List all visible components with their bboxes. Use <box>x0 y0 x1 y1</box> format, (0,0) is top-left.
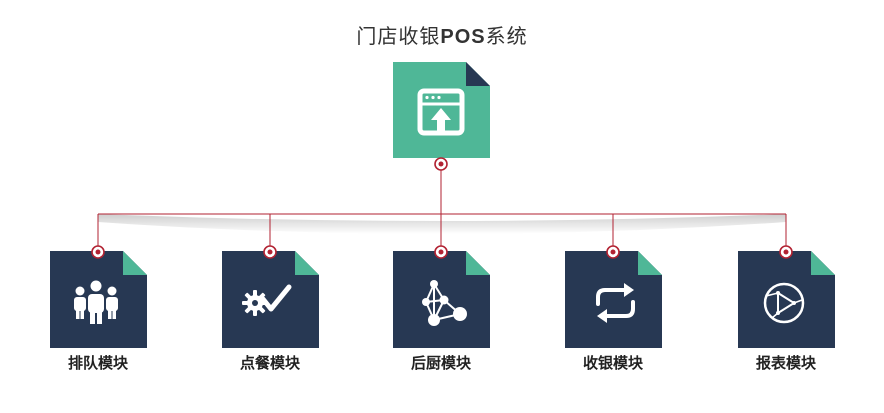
module-connector-ring <box>263 245 277 259</box>
module-node-5 <box>738 245 835 348</box>
module-page <box>222 251 319 348</box>
title-suffix: 系统 <box>485 24 528 48</box>
module-node-1 <box>50 245 147 348</box>
module-page-fold <box>638 251 662 275</box>
refresh-arrows-icon <box>596 283 635 323</box>
module-node-4 <box>565 245 662 348</box>
module-page <box>565 251 662 348</box>
connector-shadow <box>98 214 786 234</box>
module-page-fold <box>466 251 490 275</box>
module-label-2: 点餐模块 <box>239 354 300 372</box>
module-connector-ring <box>91 245 105 259</box>
module-connector-ring <box>434 245 448 259</box>
title-prefix: 门店收银 <box>356 24 441 48</box>
module-label-3: 后厨模块 <box>410 354 471 372</box>
module-label-1: 排队模块 <box>67 354 128 372</box>
people-group-icon <box>74 280 118 324</box>
diagram-title: 门店收银POS系统 <box>0 20 884 49</box>
network-nodes-icon <box>422 280 467 326</box>
module-page <box>738 251 835 348</box>
module-connector-ring <box>779 245 793 259</box>
root-node <box>393 62 490 171</box>
module-page-fold <box>295 251 319 275</box>
gear-check-icon <box>242 284 292 316</box>
module-connector-ring <box>606 245 620 259</box>
module-node-3 <box>393 245 490 348</box>
module-node-2 <box>222 245 319 348</box>
circle-play-icon <box>763 282 805 324</box>
module-page-fold <box>811 251 835 275</box>
module-label-5: 报表模块 <box>755 354 816 372</box>
connector-lines <box>97 170 787 246</box>
browser-upload-icon <box>417 88 465 136</box>
root-connector-ring <box>434 157 448 171</box>
module-page-fold <box>123 251 147 275</box>
title-emphasis: POS <box>440 26 486 48</box>
module-label-4: 收银模块 <box>582 354 643 372</box>
root-page-fold <box>466 62 490 86</box>
